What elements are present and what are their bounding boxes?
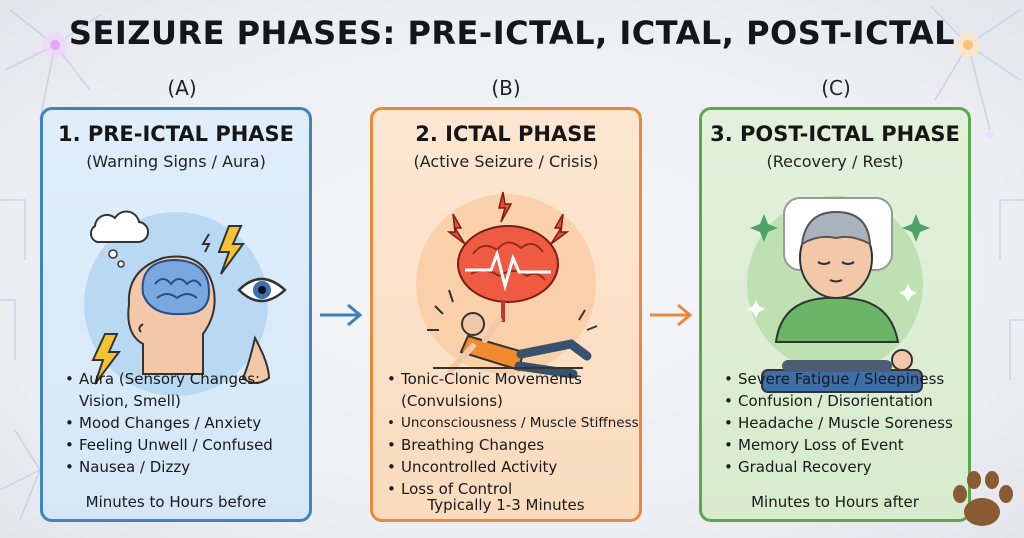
sleeping-head-icon xyxy=(799,210,873,299)
list-item: Headache / Muscle Soreness xyxy=(724,412,953,434)
list-item: Uncontrolled Activity xyxy=(387,456,639,478)
post-ictal-phase-panel: 3. POST-ICTAL PHASE (Recovery / Rest) xyxy=(699,107,971,522)
list-item: (Convulsions) xyxy=(401,392,503,410)
panel-title: 3. POST-ICTAL PHASE xyxy=(710,122,960,146)
recovery-rest-illustration xyxy=(747,196,930,393)
list-item: Aura (Sensory Changes: xyxy=(65,368,273,390)
phase-duration: Minutes to Hours after xyxy=(751,493,919,511)
panel-title: 2. ICTAL PHASE xyxy=(415,122,597,146)
panel-title: 1. PRE-ICTAL PHASE xyxy=(57,122,295,146)
phase-duration: Typically 1-3 Minutes xyxy=(427,496,585,514)
list-item: Severe Fatigue / Sleepiness xyxy=(724,368,953,390)
panel-b-letter: (B) xyxy=(491,76,521,100)
lightning-icon xyxy=(446,191,570,245)
panel-c-letter: (C) xyxy=(821,76,851,100)
list-item: Feeling Unwell / Confused xyxy=(65,434,273,456)
arrow-right-icon xyxy=(650,303,693,327)
paw-print-logo xyxy=(953,471,1013,526)
post-ictal-symptom-list: Severe Fatigue / Sleepiness Confusion / … xyxy=(724,368,953,478)
list-item: Memory Loss of Event xyxy=(724,434,953,456)
sparkle-icon xyxy=(747,214,930,318)
page-title: SEIZURE PHASES: PRE-ICTAL, ICTAL, POST-I… xyxy=(68,14,956,52)
list-item: Unconsciousness / Muscle Stiffness xyxy=(387,412,639,434)
list-item: Gradual Recovery xyxy=(724,456,953,478)
panel-subtitle: (Warning Signs / Aura) xyxy=(86,152,266,171)
phase-duration: Minutes to Hours before xyxy=(85,493,267,511)
aura-warning-illustration xyxy=(84,210,287,396)
pre-ictal-phase-panel: 1. PRE-ICTAL PHASE (Warning Signs / Aura… xyxy=(40,107,312,522)
list-item: Nausea / Dizzy xyxy=(65,456,273,478)
panel-subtitle: (Active Seizure / Crisis) xyxy=(413,152,599,171)
pre-ictal-symptom-list: Aura (Sensory Changes: Vision, Smell) Mo… xyxy=(65,368,273,478)
list-item: Breathing Changes xyxy=(387,434,639,456)
list-item: Loss of Control xyxy=(387,478,639,500)
head-with-brain-icon xyxy=(127,255,216,375)
list-item: Vision, Smell) xyxy=(79,392,181,410)
panel-a-letter: (A) xyxy=(167,76,197,100)
lightning-icon xyxy=(217,225,245,275)
brain-icon xyxy=(457,225,559,322)
list-item: Mood Changes / Anxiety xyxy=(65,412,273,434)
list-item: Tonic-Clonic Movements xyxy=(387,368,639,390)
ictal-phase-panel: 2. ICTAL PHASE (Active Seizure / Crisis) xyxy=(370,107,642,522)
eye-icon xyxy=(237,277,287,303)
ictal-symptom-list: Tonic-Clonic Movements (Convulsions) Unc… xyxy=(387,368,639,500)
thought-cloud-icon xyxy=(90,210,149,268)
arrow-right-icon xyxy=(320,303,363,327)
panel-subtitle: (Recovery / Rest) xyxy=(766,152,904,171)
list-item: Confusion / Disorientation xyxy=(724,390,953,412)
